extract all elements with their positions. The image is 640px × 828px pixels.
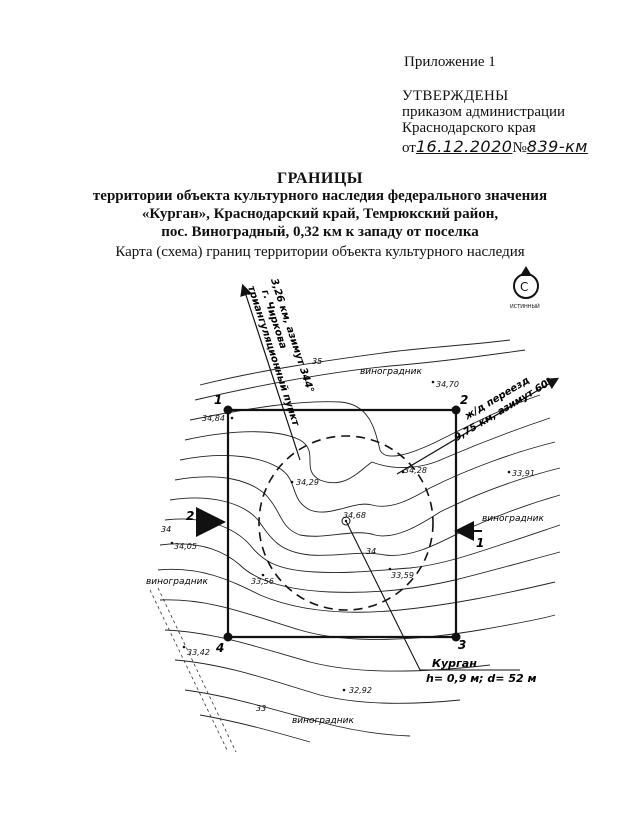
contour-label: 34 <box>161 525 171 534</box>
corner-point-3 <box>451 632 461 642</box>
corner-point-2 <box>451 405 461 415</box>
elevation-dot <box>290 480 294 484</box>
contour-line <box>199 339 511 386</box>
date-prefix: от <box>402 140 416 156</box>
viewpoint-label-1: 1 <box>476 536 484 550</box>
contour-line <box>159 543 561 593</box>
elevation-label: 34,28 <box>404 466 427 475</box>
triangulation-direction-line <box>240 283 301 461</box>
elevation-dot <box>342 688 346 692</box>
kurgan-point-icon <box>341 516 351 526</box>
svg-text:ИСТИННЫЙ: ИСТИННЫЙ <box>510 303 540 310</box>
railway-direction-line <box>396 377 560 475</box>
elevation-label: 34,84 <box>202 414 225 423</box>
contour-line <box>179 441 556 513</box>
contour-label: 34 <box>366 547 376 556</box>
contour-line <box>174 467 561 537</box>
title-line-3: пос. Виноградный, 0,32 км к западу от по… <box>161 224 479 240</box>
elevation-dot <box>388 567 392 571</box>
contour-label: 35 <box>312 357 322 366</box>
contour-line <box>184 689 411 737</box>
elevation-label: 33,59 <box>391 571 414 580</box>
appendix-label: Приложение 1 <box>404 54 496 70</box>
elevation-marks: 34,84 34,70 34,28 33,91 34,29 34,68 34,0… <box>170 380 535 695</box>
order-line-1: приказом администрации <box>402 104 566 120</box>
contour-line <box>157 568 556 613</box>
approved-label: УТВЕРЖДЕНЫ <box>402 88 509 104</box>
elevation-dot <box>507 470 511 474</box>
contour-line <box>169 494 561 556</box>
elevation-label: 34,29 <box>296 478 319 487</box>
contour-line <box>184 417 551 484</box>
kurgan-dimensions: h= 0,9 м; d= 52 м <box>426 672 536 685</box>
protection-zone-circle <box>258 435 434 611</box>
elevation-label: 33,91 <box>512 469 535 478</box>
handwritten-number: 839-км <box>526 137 588 156</box>
vineyard-label: виноградник <box>146 577 208 587</box>
handwritten-date: 16.12.2020 <box>415 137 513 156</box>
date-number-line: от16.12.2020№839-км <box>402 137 588 157</box>
elevation-label: 32,92 <box>349 686 372 695</box>
triangulation-label: триангуляционный пункт г. Чиркова 3,26 к… <box>245 277 315 428</box>
elevation-label: 33,56 <box>251 577 274 586</box>
contour-line <box>159 599 556 640</box>
corner-label-4: 4 <box>215 641 224 655</box>
elevation-dot <box>182 645 186 649</box>
corner-point-1 <box>223 405 233 415</box>
elevation-label: 34,68 <box>343 511 366 520</box>
contour-label: 33 <box>256 704 266 713</box>
kurgan-leader-line <box>345 520 520 671</box>
vineyard-label: виноградник <box>360 367 422 377</box>
contour-line <box>194 349 526 401</box>
elevation-label: 34,70 <box>436 380 459 389</box>
title-line-1: территории объекта культурного наследия … <box>92 188 548 204</box>
kurgan-name: Курган <box>432 657 477 670</box>
elevation-dot <box>230 416 234 420</box>
viewpoint-label-2: 2 <box>186 509 194 523</box>
elevation-label: 33,42 <box>187 648 210 657</box>
elevation-label: 34,05 <box>174 542 197 551</box>
elevation-dot <box>431 380 435 384</box>
svg-text:С: С <box>520 280 528 294</box>
contour-line <box>199 714 311 743</box>
corner-label-3: 3 <box>458 638 466 652</box>
contour-line <box>164 518 561 573</box>
contour-line <box>174 659 461 704</box>
title-line-2: «Курган», Краснодарский край, Темрюкский… <box>141 206 499 222</box>
vineyard-label: виноградник <box>292 716 354 726</box>
vineyard-label: виноградник <box>482 514 544 524</box>
elevation-dot <box>401 470 405 474</box>
number-sign: № <box>512 140 527 156</box>
map-caption: Карта (схема) границ территории объекта … <box>115 244 525 260</box>
elevation-dot <box>170 541 174 545</box>
corner-label-1: 1 <box>214 393 222 407</box>
north-compass-icon: С ИСТИННЫЙ <box>510 266 540 310</box>
field-edge-lines <box>149 587 237 753</box>
document-heading: ГРАНИЦЫ <box>276 170 363 187</box>
elevation-dot <box>261 573 265 577</box>
corner-label-2: 2 <box>460 393 468 407</box>
corner-point-4 <box>223 632 233 642</box>
order-line-2: Краснодарского края <box>402 120 536 136</box>
